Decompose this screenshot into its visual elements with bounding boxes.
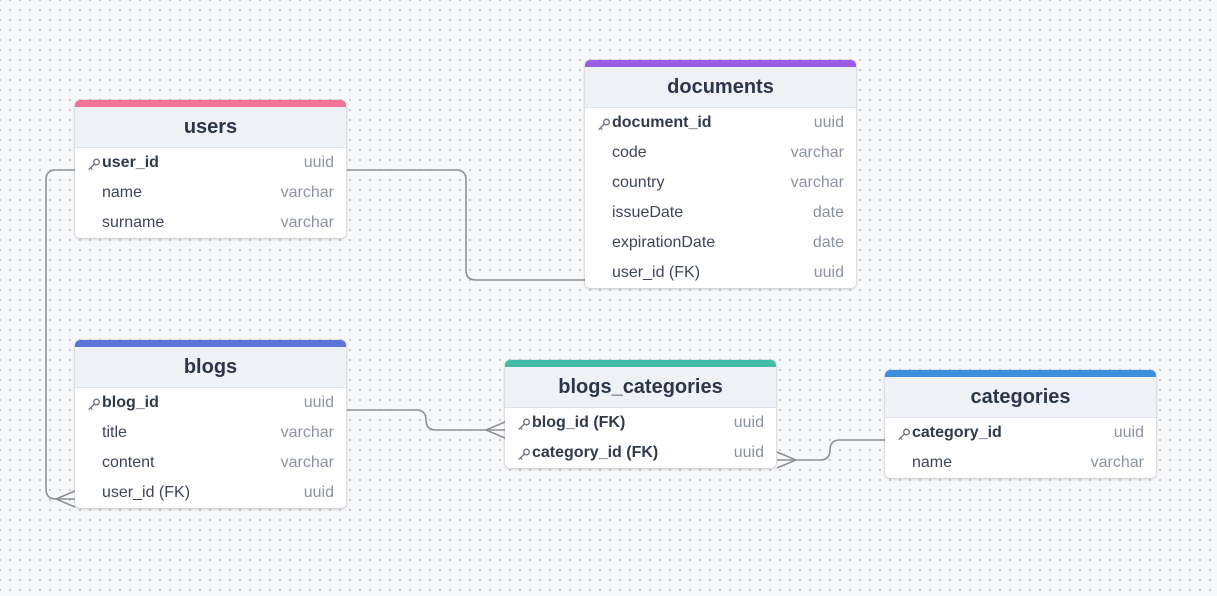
field-row[interactable]: blog_id (FK) uuid bbox=[505, 408, 776, 438]
field-type: date bbox=[812, 234, 844, 251]
field-row[interactable]: code varchar bbox=[585, 138, 856, 168]
table-accent-bar bbox=[885, 370, 1156, 377]
field-name: expirationDate bbox=[612, 234, 716, 251]
field-row[interactable]: user_id (FK) uuid bbox=[585, 258, 856, 288]
field-name: user_id bbox=[102, 154, 159, 171]
key-icon bbox=[87, 397, 101, 410]
field-name: content bbox=[102, 454, 155, 471]
field-row[interactable]: document_id uuid bbox=[585, 108, 856, 138]
key-icon bbox=[517, 447, 531, 460]
table-title: users bbox=[75, 107, 346, 148]
field-type: uuid bbox=[733, 414, 764, 431]
field-type: uuid bbox=[733, 444, 764, 461]
field-name: issueDate bbox=[612, 204, 684, 221]
relation-users-blogs[interactable] bbox=[45, 169, 75, 500]
field-row[interactable]: surname varchar bbox=[75, 208, 346, 238]
table-accent-bar bbox=[505, 360, 776, 367]
table-title: categories bbox=[885, 377, 1156, 418]
field-list: user_id uuid name varchar surname varchar bbox=[75, 148, 346, 238]
field-type: varchar bbox=[1090, 454, 1144, 471]
field-name: name bbox=[912, 454, 953, 471]
table-title: blogs bbox=[75, 347, 346, 388]
field-row[interactable]: category_id (FK) uuid bbox=[505, 438, 776, 468]
field-row[interactable]: name varchar bbox=[885, 448, 1156, 478]
field-name: document_id bbox=[612, 114, 712, 131]
crow-foot-blogs-user bbox=[53, 490, 76, 508]
field-type: uuid bbox=[813, 264, 844, 281]
field-type: varchar bbox=[790, 144, 844, 161]
field-name: blog_id bbox=[102, 394, 159, 411]
field-row[interactable]: category_id uuid bbox=[885, 418, 1156, 448]
table-accent-bar bbox=[75, 340, 346, 347]
field-name: category_id (FK) bbox=[532, 444, 659, 461]
table-users[interactable]: users user_id uuid name varchar surname varch… bbox=[75, 100, 346, 238]
field-name: title bbox=[102, 424, 127, 441]
field-row[interactable]: issueDate date bbox=[585, 198, 856, 228]
field-name: user_id (FK) bbox=[102, 484, 191, 501]
table-accent-bar bbox=[585, 60, 856, 67]
key-icon bbox=[517, 417, 531, 430]
field-type: varchar bbox=[280, 454, 334, 471]
field-type: uuid bbox=[1113, 424, 1144, 441]
field-row[interactable]: title varchar bbox=[75, 418, 346, 448]
field-type: uuid bbox=[303, 154, 334, 171]
field-row[interactable]: expirationDate date bbox=[585, 228, 856, 258]
key-icon bbox=[87, 157, 101, 170]
field-list: blog_id (FK) uuid category_id (FK) uuid bbox=[505, 408, 776, 468]
table-title: blogs_categories bbox=[505, 367, 776, 408]
field-name: code bbox=[612, 144, 647, 161]
crow-foot-blogs-categories-blog bbox=[483, 421, 506, 439]
field-name: blog_id (FK) bbox=[532, 414, 626, 431]
field-row[interactable]: content varchar bbox=[75, 448, 346, 478]
field-type: date bbox=[812, 204, 844, 221]
field-row[interactable]: user_id uuid bbox=[75, 148, 346, 178]
table-categories[interactable]: categories category_id uuid name varchar bbox=[885, 370, 1156, 478]
field-name: country bbox=[612, 174, 665, 191]
key-icon bbox=[597, 117, 611, 130]
field-type: varchar bbox=[280, 184, 334, 201]
field-name: surname bbox=[102, 214, 165, 231]
field-name: name bbox=[102, 184, 143, 201]
relation-blogs-blogs-categories[interactable] bbox=[347, 409, 505, 431]
field-list: category_id uuid name varchar bbox=[885, 418, 1156, 478]
relation-categories-blogs-categories[interactable] bbox=[777, 439, 885, 461]
field-row[interactable]: country varchar bbox=[585, 168, 856, 198]
field-row[interactable]: name varchar bbox=[75, 178, 346, 208]
table-accent-bar bbox=[75, 100, 346, 107]
field-row[interactable]: blog_id uuid bbox=[75, 388, 346, 418]
field-type: varchar bbox=[280, 214, 334, 231]
field-type: uuid bbox=[303, 394, 334, 411]
field-name: user_id (FK) bbox=[612, 264, 701, 281]
field-type: uuid bbox=[303, 484, 334, 501]
field-type: uuid bbox=[813, 114, 844, 131]
relation-users-documents[interactable] bbox=[347, 169, 585, 281]
field-name: category_id bbox=[912, 424, 1002, 441]
field-row[interactable]: user_id (FK) uuid bbox=[75, 478, 346, 508]
field-type: varchar bbox=[790, 174, 844, 191]
field-type: varchar bbox=[280, 424, 334, 441]
key-icon bbox=[897, 427, 911, 440]
table-title: documents bbox=[585, 67, 856, 108]
crow-foot-blogs-categories-category bbox=[776, 451, 799, 469]
